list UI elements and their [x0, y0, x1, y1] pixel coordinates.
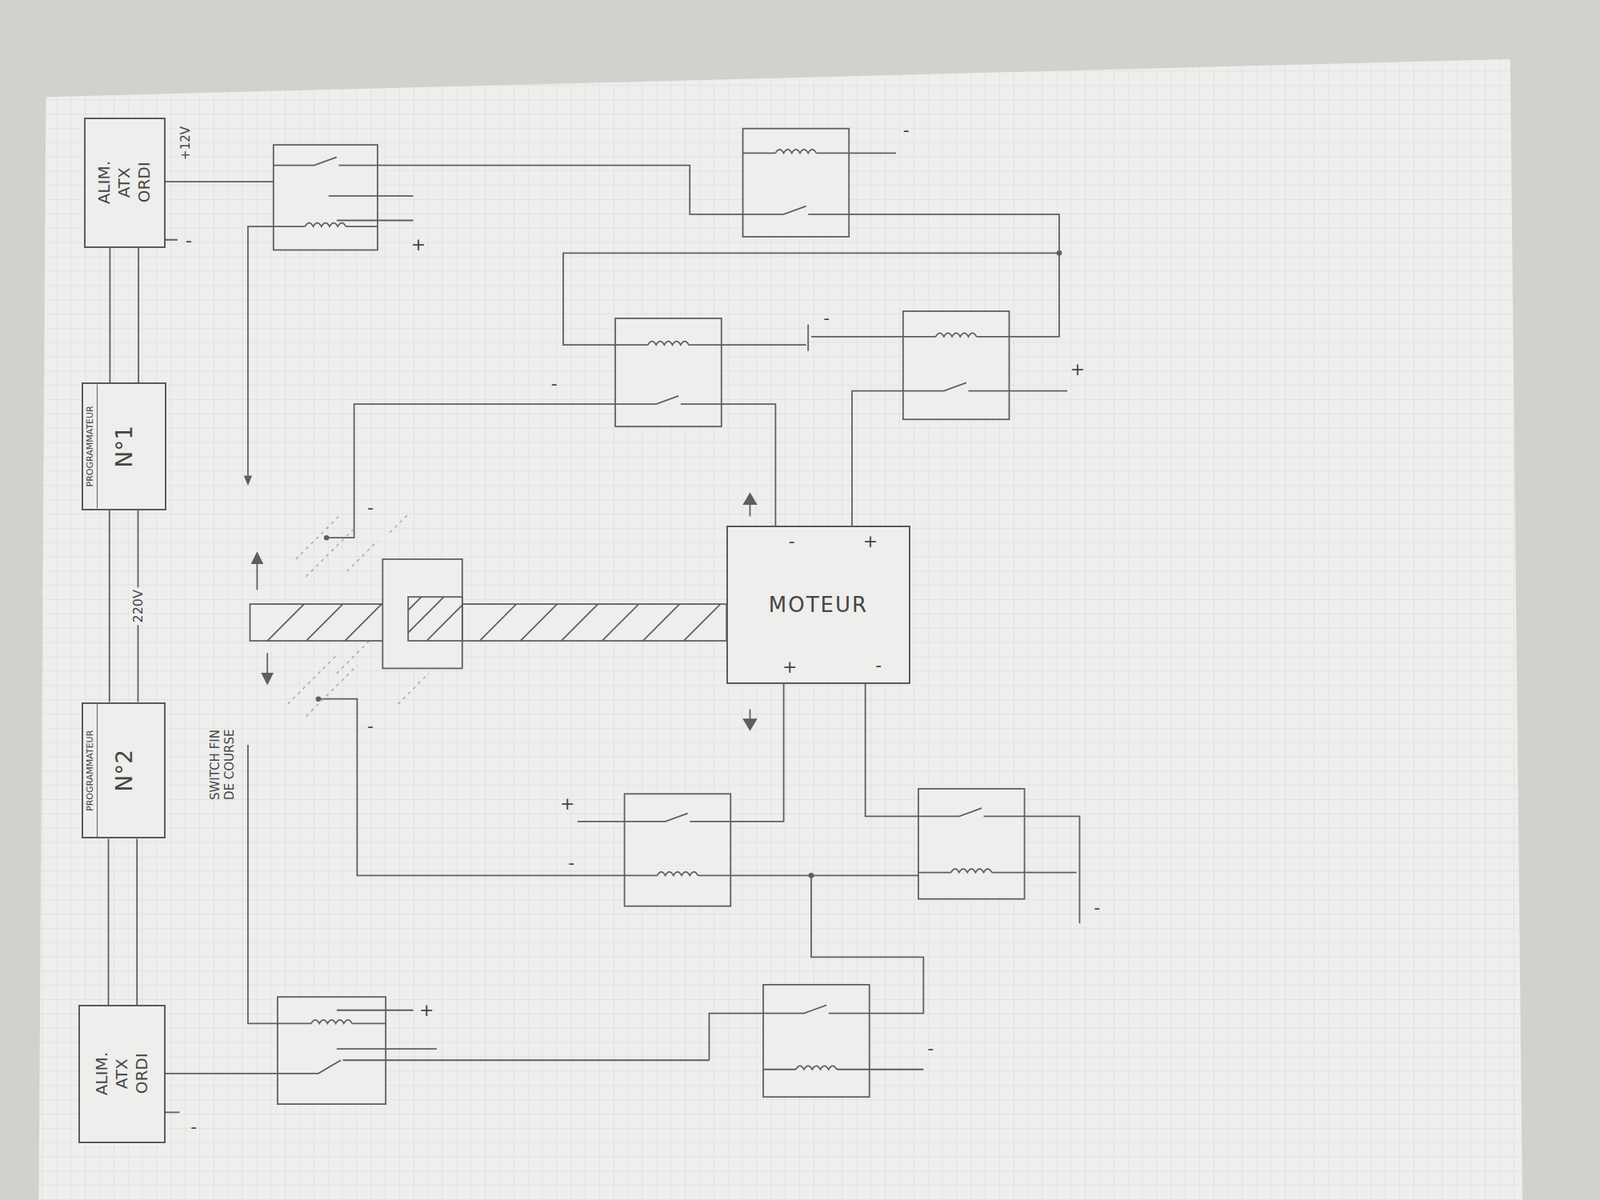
- relay-symbol: [763, 984, 870, 1097]
- junction-dot: [316, 250, 1063, 879]
- switch-label: SWITCH FIN DE COURSE: [208, 720, 237, 800]
- polarity-sign: -: [1093, 899, 1100, 917]
- motor-box: MOTEUR: [726, 525, 911, 684]
- voltage-label: 220V: [129, 587, 147, 625]
- box-number: N°1: [111, 425, 144, 468]
- polarity-sign: -: [190, 1118, 197, 1136]
- polarity-sign: +: [411, 236, 426, 254]
- relay-symbol: [277, 996, 386, 1104]
- polarity-sign: -: [903, 121, 910, 140]
- lead-screw: [249, 559, 727, 668]
- box-title: PROGRAMMATEUR: [83, 704, 98, 838]
- box-title: ALIM. ATX ORDI: [94, 160, 155, 204]
- terminal-sign: -: [788, 532, 796, 551]
- mains-cable: [109, 248, 139, 383]
- timer-box: PROGRAMMATEUR N°2: [81, 702, 166, 840]
- polarity-sign: -: [568, 854, 575, 872]
- mains-cable: [108, 838, 138, 1005]
- power-supply-box: ALIM. ATX ORDI: [78, 1004, 165, 1143]
- voltage-label: +12V: [178, 126, 193, 160]
- terminal-sign: +: [863, 532, 878, 551]
- terminal-sign: +: [782, 658, 797, 676]
- polarity-sign: +: [560, 795, 575, 813]
- box-title: MOTEUR: [768, 592, 868, 617]
- relay-symbol: [918, 788, 1025, 900]
- arrow-head: [244, 475, 252, 486]
- polarity-sign: -: [823, 309, 830, 328]
- polarity-sign: -: [927, 1040, 934, 1058]
- box-number: N°2: [111, 749, 144, 792]
- polarity-sign: -: [367, 499, 374, 517]
- wire: [165, 152, 1080, 1112]
- box-title: PROGRAMMATEUR: [83, 384, 98, 508]
- polarity-sign: +: [419, 1001, 434, 1020]
- polarity-sign: -: [367, 717, 374, 736]
- relay-symbol: [743, 128, 850, 237]
- paper-sheet: [38, 59, 1523, 1200]
- power-supply-box: ALIM. ATX ORDI: [84, 117, 166, 248]
- paper-grid: [38, 59, 1523, 1200]
- ground-bar: [807, 324, 809, 352]
- relay-symbol: [615, 318, 722, 427]
- relay-symbol: [624, 793, 732, 906]
- direction-arrow: [252, 493, 756, 730]
- polarity-sign: +: [1070, 360, 1085, 379]
- polarity-sign: -: [551, 375, 558, 393]
- relay-symbol: [273, 144, 378, 250]
- polarity-sign: -: [185, 232, 192, 250]
- terminal-sign: -: [875, 656, 882, 675]
- timer-box: PROGRAMMATEUR N°1: [81, 382, 167, 510]
- box-title: ALIM. ATX ORDI: [92, 1052, 152, 1096]
- relay-symbol: [903, 311, 1010, 420]
